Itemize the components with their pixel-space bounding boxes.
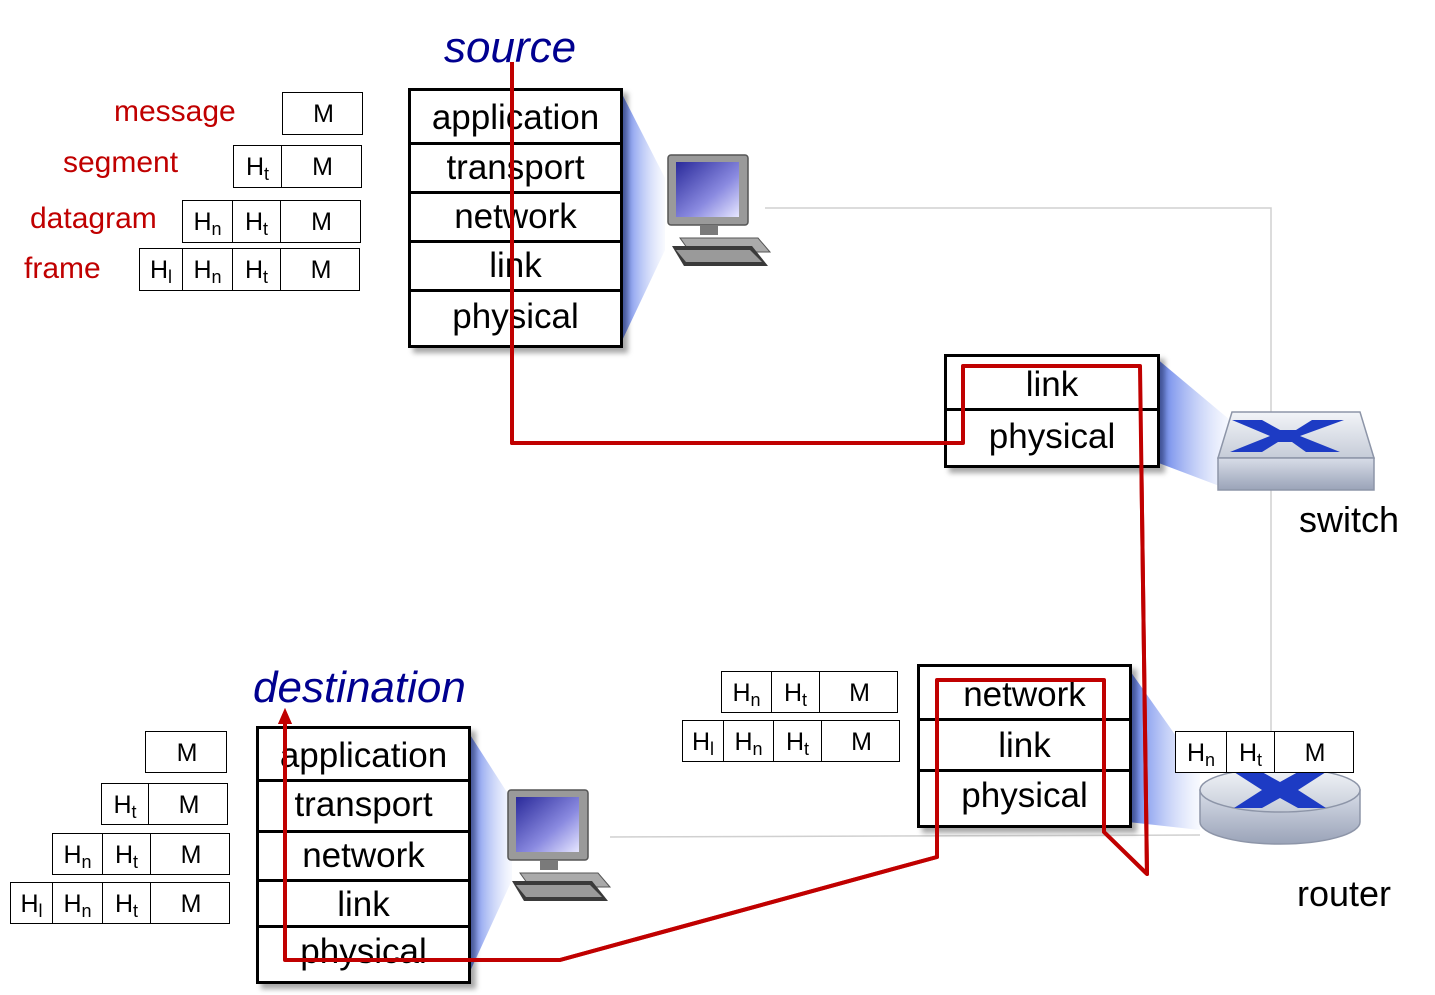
message-field: M	[180, 841, 202, 869]
glow-source	[620, 90, 665, 345]
layer-physical: physical	[988, 417, 1116, 456]
destination-message-packet: M	[145, 731, 227, 773]
source-protocol-stack: application transport network link physi…	[408, 88, 623, 348]
network-header: Hn	[183, 249, 233, 290]
network-header: Hn	[183, 201, 233, 242]
switch-label: switch	[1299, 499, 1400, 540]
source-datagram-packet: Hn Ht M	[182, 200, 361, 243]
layer-network: network	[411, 194, 620, 243]
transport-header: Ht	[103, 883, 151, 923]
network-header: Hn	[53, 883, 103, 923]
transport-header: Ht	[103, 834, 151, 874]
layer-physical: physical	[452, 297, 579, 336]
layer-application: application	[411, 91, 620, 145]
destination-host-icon	[507, 789, 612, 901]
source-segment-packet: Ht M	[233, 145, 362, 188]
router-frame-packet: Hl Hn Ht M	[682, 720, 900, 762]
layer-link: link	[947, 357, 1157, 411]
message-field: M	[310, 256, 332, 284]
layer-application: application	[259, 729, 468, 782]
link-header: Hl	[140, 249, 183, 290]
source-host-icon	[667, 154, 772, 266]
destination-label: destination	[253, 663, 466, 712]
glow-switch	[1156, 358, 1230, 490]
segment-label: segment	[63, 146, 179, 179]
transport-header: Ht	[234, 146, 282, 187]
source-label: source	[444, 23, 577, 72]
layer-transport: transport	[259, 782, 468, 833]
message-field: M	[313, 100, 334, 128]
glow-destination	[467, 730, 512, 978]
message-field: M	[312, 153, 333, 181]
destination-datagram-packet: Hn Ht M	[52, 833, 230, 875]
transport-header: Ht	[774, 721, 822, 761]
transport-header: Ht	[233, 201, 281, 242]
datagram-label: datagram	[30, 202, 157, 235]
network-header: Hn	[53, 834, 103, 874]
message-field: M	[849, 679, 870, 707]
transport-header: Ht	[772, 672, 820, 712]
transport-header: Ht	[102, 784, 149, 824]
message-field: M	[180, 890, 202, 918]
destination-segment-packet: Ht M	[101, 783, 228, 825]
router-icon	[1199, 767, 1361, 845]
router-datagram-packet: Hn Ht M	[721, 671, 898, 713]
source-message-packet: M	[282, 92, 363, 135]
network-header: Hn	[722, 672, 772, 712]
transport-header: Ht	[233, 249, 281, 290]
layer-transport: transport	[411, 145, 620, 194]
switch-protocol-stack: link physical	[944, 354, 1160, 468]
message-field: M	[178, 791, 200, 819]
router-label: router	[1297, 873, 1392, 914]
transport-header: Ht	[1227, 732, 1275, 772]
layer-network: network	[920, 667, 1129, 721]
destination-frame-packet: Hl Hn Ht M	[10, 882, 230, 924]
link-header: Hl	[683, 721, 724, 761]
frame-label: frame	[24, 252, 101, 285]
message-label: message	[114, 95, 236, 128]
router-forwarded-datagram: Hn Ht M	[1175, 731, 1354, 773]
link-header: Hl	[11, 883, 53, 923]
message-field: M	[851, 728, 872, 756]
layer-physical: physical	[961, 776, 1088, 815]
network-header: Hn	[1176, 732, 1227, 772]
source-frame-packet: Hl Hn Ht M	[139, 248, 360, 291]
network-header: Hn	[724, 721, 774, 761]
layer-link: link	[920, 721, 1129, 772]
layer-link: link	[411, 243, 620, 292]
layer-link: link	[259, 882, 468, 928]
switch-icon	[1216, 411, 1376, 491]
layer-network: network	[259, 833, 468, 882]
destination-protocol-stack: application transport network link physi…	[256, 726, 471, 984]
layer-physical: physical	[300, 932, 427, 971]
router-protocol-stack: network link physical	[917, 664, 1132, 828]
message-field: M	[1304, 739, 1326, 767]
message-field: M	[176, 739, 198, 767]
message-field: M	[311, 208, 332, 236]
